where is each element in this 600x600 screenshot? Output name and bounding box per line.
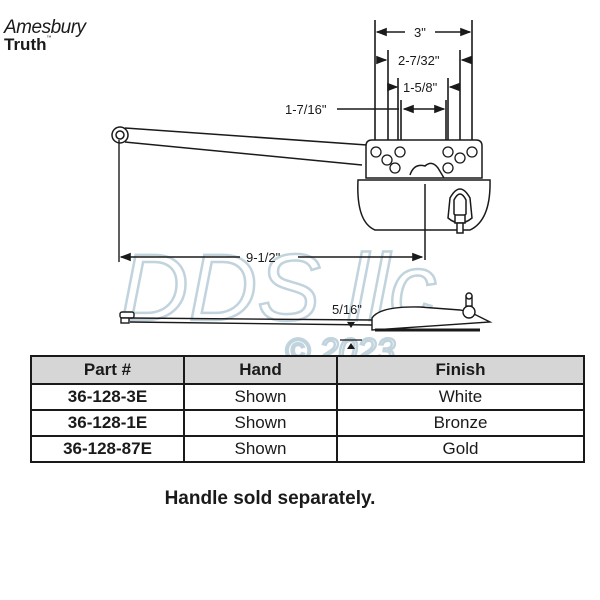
table-row: 36-128-1E Shown Bronze	[30, 409, 585, 437]
table-header-row: Part # Hand Finish	[30, 355, 585, 385]
cell-finish: Bronze	[336, 409, 585, 437]
cell-hand: Shown	[183, 409, 338, 437]
dimension-1-7-16in: 1-7/16"	[285, 102, 446, 117]
cell-part-number: 36-128-1E	[30, 409, 185, 437]
table-row: 36-128-87E Shown Gold	[30, 435, 585, 463]
parts-table: Part # Hand Finish 36-128-3E Shown White…	[30, 355, 585, 463]
header-part-number: Part #	[30, 355, 185, 385]
operator-top-view	[111, 126, 491, 260]
header-hand: Hand	[183, 355, 338, 385]
dimension-2-7-32in: 2-7/32"	[376, 53, 472, 68]
operator-side-view	[119, 292, 493, 332]
cell-part-number: 36-128-3E	[30, 383, 185, 411]
brand-name-amesbury: Amesbury	[4, 17, 86, 38]
dimension-label-arm-length: 9-1/2"	[246, 250, 281, 265]
brand-truth-text: Truth	[4, 35, 47, 54]
dimension-5-16in: 5/16"	[332, 302, 362, 349]
cell-hand: Shown	[183, 383, 338, 411]
brand-name-truth: Truth™	[4, 35, 86, 54]
cell-part-number: 36-128-87E	[30, 435, 185, 463]
dimension-1-5-8in: 1-5/8"	[387, 80, 460, 95]
handle-note: Handle sold separately.	[164, 488, 376, 509]
dimension-label-center-hole-spacing: 1-7/16"	[285, 102, 327, 117]
dimension-label-overall-width: 3"	[414, 25, 426, 40]
dimension-3in: 3"	[375, 25, 472, 40]
dimension-label-outer-hole-spacing: 2-7/32"	[398, 53, 440, 68]
dimension-label-inner-hole-spacing: 1-5/8"	[403, 80, 438, 95]
table-row: 36-128-3E Shown White	[30, 383, 585, 411]
cell-finish: Gold	[336, 435, 585, 463]
dimension-9-1-2in: 9-1/2"	[118, 140, 424, 265]
header-finish: Finish	[336, 355, 585, 385]
trademark-symbol: ™	[46, 35, 52, 41]
cell-hand: Shown	[183, 435, 338, 463]
dimension-label-arm-offset: 5/16"	[332, 302, 362, 317]
cell-finish: White	[336, 383, 585, 411]
brand-logo: Amesbury Truth™	[4, 18, 86, 53]
